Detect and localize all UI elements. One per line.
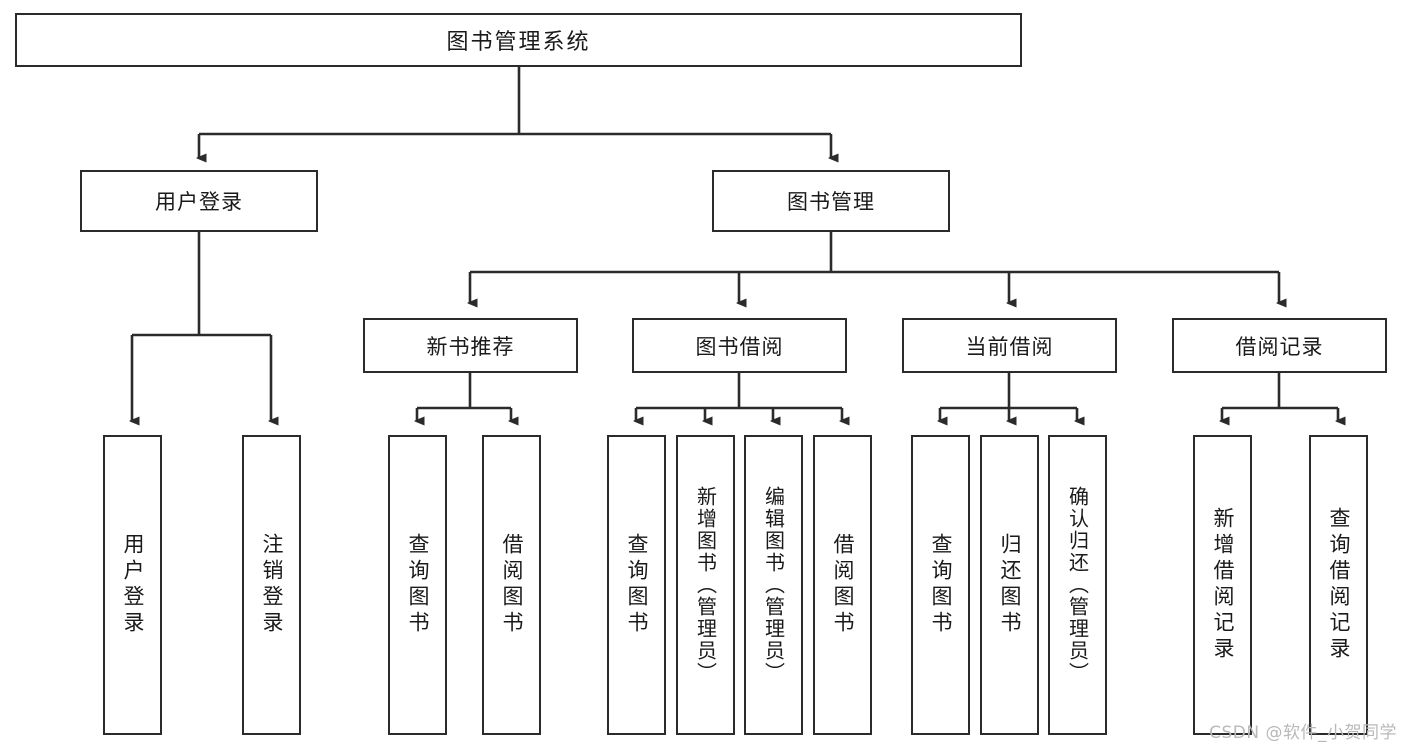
leaf-edit-book[interactable]: 编辑图书（管理员） xyxy=(744,435,803,735)
leaf-confirm-return[interactable]: 确认归还（管理员） xyxy=(1048,435,1107,735)
node-new-book-recommend[interactable]: 新书推荐 xyxy=(363,318,578,373)
leaf-add-record[interactable]: 新增借阅记录 xyxy=(1193,435,1252,735)
leaf-return-book[interactable]: 归还图书 xyxy=(980,435,1039,735)
leaf-add-book[interactable]: 新增图书（管理员） xyxy=(676,435,735,735)
leaf-borrow-book-1[interactable]: 借阅图书 xyxy=(482,435,541,735)
node-current-borrow[interactable]: 当前借阅 xyxy=(902,318,1117,373)
leaf-logout-login[interactable]: 注销登录 xyxy=(242,435,301,735)
leaf-query-book-2[interactable]: 查询图书 xyxy=(607,435,666,735)
node-borrow-record[interactable]: 借阅记录 xyxy=(1172,318,1387,373)
leaf-user-login[interactable]: 用户登录 xyxy=(103,435,162,735)
node-book-borrow[interactable]: 图书借阅 xyxy=(632,318,847,373)
leaf-query-book-1[interactable]: 查询图书 xyxy=(388,435,447,735)
leaf-query-book-3[interactable]: 查询图书 xyxy=(911,435,970,735)
leaf-borrow-book-2[interactable]: 借阅图书 xyxy=(813,435,872,735)
watermark-text: CSDN @软件_小贺同学 xyxy=(1209,723,1397,743)
node-user-login[interactable]: 用户登录 xyxy=(80,170,318,232)
node-root-system[interactable]: 图书管理系统 xyxy=(15,13,1022,67)
leaf-query-record[interactable]: 查询借阅记录 xyxy=(1309,435,1368,735)
node-book-manage[interactable]: 图书管理 xyxy=(712,170,950,232)
